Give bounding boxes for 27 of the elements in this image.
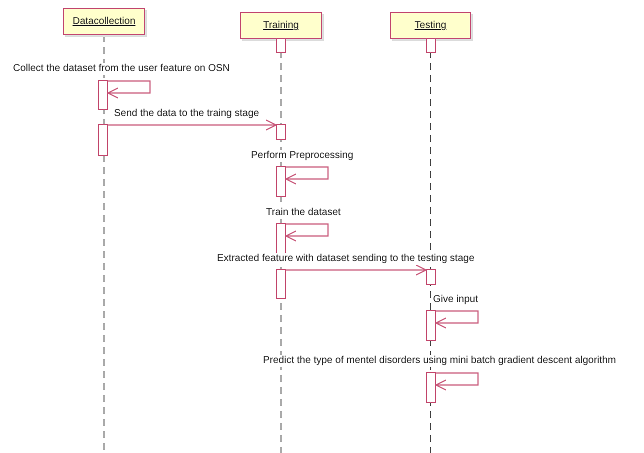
lifeline-header: Training bbox=[240, 12, 322, 39]
activation-bar bbox=[276, 269, 286, 299]
message-arrow bbox=[435, 372, 479, 391]
activation-bar bbox=[426, 372, 436, 403]
activation-bar bbox=[426, 269, 436, 285]
message-label: Collect the dataset from the user feature on OSN bbox=[12, 63, 231, 75]
message-label: Extracted feature with dataset sending to the testing stage bbox=[216, 253, 476, 265]
activation-bar bbox=[276, 38, 286, 53]
message-label: Send the data to the traing stage bbox=[113, 108, 260, 120]
message-arrow bbox=[107, 80, 151, 99]
activation-bar bbox=[426, 38, 436, 53]
message-label: Perform Preprocessing bbox=[250, 150, 354, 162]
message-arrow bbox=[435, 310, 479, 329]
lifeline-header: Testing bbox=[390, 12, 471, 39]
message-label: Give input bbox=[432, 294, 480, 306]
message-label: Predict the type of mentel disorders using mini batch gradient descent algorithm bbox=[262, 355, 617, 367]
activation-bar bbox=[98, 80, 108, 110]
activation-bar bbox=[426, 310, 436, 341]
activation-bar bbox=[98, 124, 108, 156]
message-arrow bbox=[108, 119, 277, 131]
message-arrow bbox=[285, 223, 329, 242]
activation-bar bbox=[276, 223, 286, 254]
lifeline-header: Datacollection bbox=[63, 8, 145, 35]
activation-bar bbox=[276, 124, 286, 140]
message-arrow bbox=[285, 166, 329, 185]
message-arrow bbox=[286, 264, 427, 276]
activation-bar bbox=[276, 166, 286, 197]
